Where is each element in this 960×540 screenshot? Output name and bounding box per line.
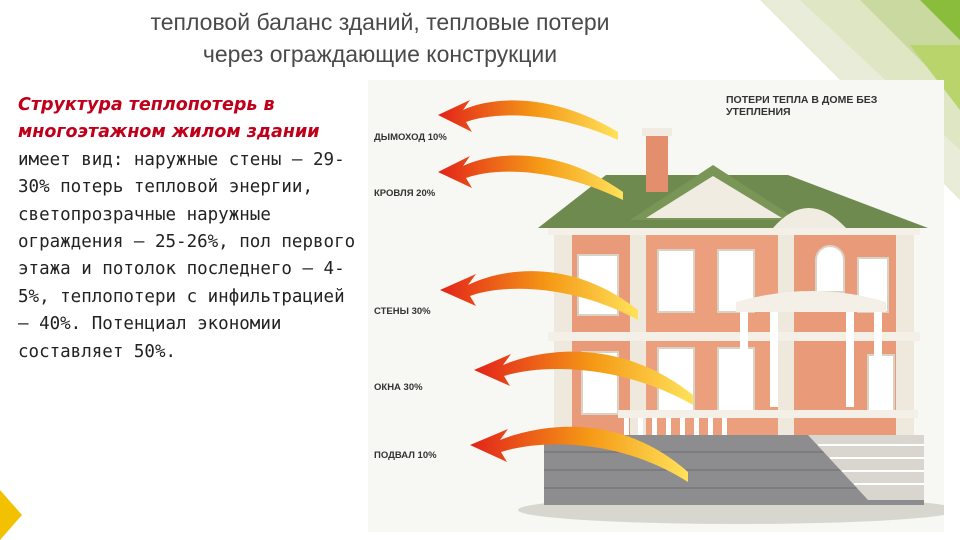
- label-basement: ПОДВАЛ 10%: [374, 450, 437, 461]
- highlight-text: Структура теплопотерь в многоэтажном жил…: [18, 95, 320, 143]
- label-windows: ОКНА 30%: [374, 382, 423, 393]
- label-chimney: ДЫМОХОД 10%: [374, 132, 447, 143]
- body-text: имеет вид: наружные стены – 29-30% потер…: [18, 149, 356, 362]
- title-line-2: через ограждающие конструкции: [202, 41, 558, 67]
- house-heat-loss-illustration: ПОТЕРИ ТЕПЛА В ДОМЕ БЕЗ УТЕПЛЕНИЯ ДЫМОХО…: [368, 80, 944, 532]
- house-drawing: [438, 100, 944, 524]
- slide-title: тепловой баланс зданий, тепловые потери …: [30, 6, 730, 70]
- title-line-1: тепловой баланс зданий, тепловые потери: [150, 9, 610, 35]
- label-walls: СТЕНЫ 30%: [374, 306, 431, 317]
- left-edge-decoration: [0, 490, 22, 540]
- figure-title: ПОТЕРИ ТЕПЛА В ДОМЕ БЕЗ УТЕПЛЕНИЯ: [726, 94, 878, 118]
- label-roof: КРОВЛЯ 20%: [374, 188, 436, 199]
- body-paragraph: Структура теплопотерь в многоэтажном жил…: [18, 92, 358, 366]
